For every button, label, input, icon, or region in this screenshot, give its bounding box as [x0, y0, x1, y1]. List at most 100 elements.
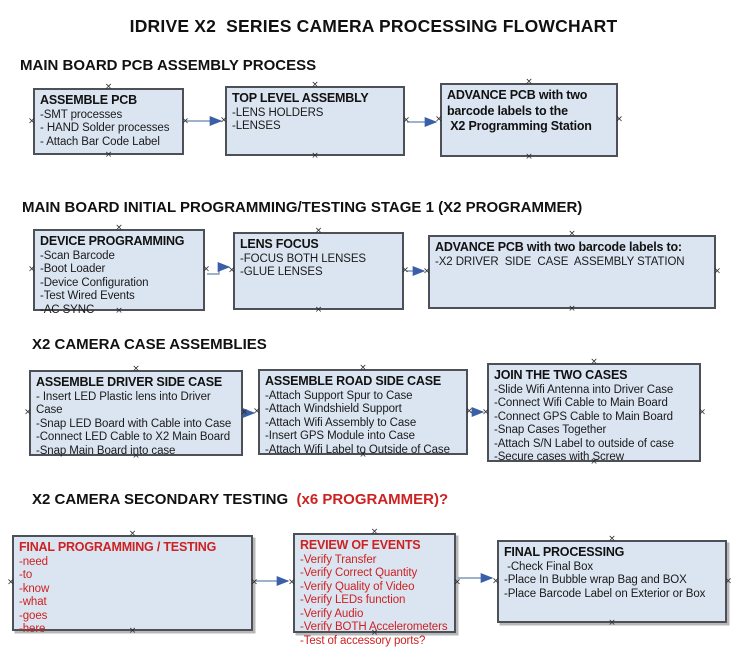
- box-line: -Check Final Box: [504, 560, 594, 573]
- box-line: - Insert LED Plastic lens into Driver Ca…: [36, 390, 214, 417]
- flow-box-device-programming[interactable]: DEVICE PROGRAMMING -Scan Barcode-Boot Lo…: [28, 224, 210, 316]
- connection-handle-icon: ×: [482, 407, 490, 417]
- box-line: -need: [19, 555, 48, 568]
- connection-handle-icon: ×: [698, 407, 706, 417]
- connection-handle-icon: ×: [181, 116, 189, 126]
- box-title: ASSEMBLE ROAD SIDE CASE: [265, 374, 441, 388]
- connection-handle-icon: ×: [401, 265, 409, 276]
- flow-box-assemble-road-side-case[interactable]: ASSEMBLE ROAD SIDE CASE -Attach Support …: [253, 364, 473, 460]
- flow-box-final-processing[interactable]: FINAL PROCESSING -Check Final Box-Place …: [492, 535, 732, 628]
- box-line: -Snap Cases Together: [494, 424, 607, 436]
- connection-handle-icon: ×: [202, 264, 210, 275]
- connection-handle-icon: ×: [311, 151, 319, 161]
- connection-handle-icon: ×: [311, 80, 319, 90]
- box-items: - Insert LED Plastic lens into Driver Ca…: [36, 391, 236, 459]
- box-title: JOIN THE TWO CASES: [494, 368, 628, 382]
- box-title: FINAL PROGRAMMING / TESTING: [19, 540, 217, 554]
- connection-handle-icon: ×: [24, 407, 32, 418]
- box-line: -Verify Audio: [300, 607, 364, 620]
- flow-box-advance-pcb-programming-station[interactable]: ADVANCE PCB with two barcode labels to t…: [435, 78, 623, 162]
- connection-handle-icon: ×: [435, 114, 443, 125]
- box-line: -Snap Main Board into case: [36, 444, 176, 457]
- box-line: -Secure cases with Screw: [494, 451, 624, 463]
- flow-box-lens-focus[interactable]: LENS FOCUS -FOCUS BOTH LENSES-GLUE LENSE…: [228, 227, 409, 315]
- box-line: -Verify Correct Quantity: [300, 567, 418, 579]
- box-line: -SMT processes: [40, 108, 123, 121]
- connection-handle-icon: ×: [7, 577, 15, 588]
- page-title: IDRIVE X2 SERIES CAMERA PROCESSING FLOWC…: [129, 16, 618, 36]
- connection-handle-icon: ×: [608, 534, 616, 544]
- section-header-red-part: (x6 PROGRAMMER)?: [292, 491, 449, 508]
- box-line: -AC SYNC: [40, 303, 95, 316]
- box-line: -Verify Transfer: [300, 553, 377, 566]
- box-line: -FOCUS BOTH LENSES: [240, 252, 366, 265]
- connection-handle-icon: ×: [250, 577, 258, 588]
- connection-handle-icon: ×: [423, 266, 431, 277]
- connection-handle-icon: ×: [465, 406, 473, 417]
- flow-box-advance-pcb-driver-side-station[interactable]: ADVANCE PCB with two barcode labels to: …: [423, 230, 721, 314]
- box-line: -Connect GPS Cable to Main Board: [494, 410, 673, 423]
- box-line: -Attach Wifi Assembly to Case: [265, 416, 417, 429]
- flow-box-final-programming-testing[interactable]: FINAL PROGRAMMING / TESTING -need-to-kno…: [7, 530, 258, 636]
- box-items: -SMT processes- HAND Solder processes- A…: [40, 109, 177, 150]
- box-line: -Attach Windshield Support: [265, 403, 402, 415]
- box-line: -to: [19, 569, 33, 581]
- box-line: -Place Barcode Label on Exterior or Box: [504, 587, 706, 600]
- box-line: -Boot Loader: [40, 263, 106, 275]
- connection-handle-icon: ×: [228, 265, 236, 276]
- connection-handle-icon: ×: [370, 527, 379, 537]
- box-line: -LENSES: [232, 120, 281, 132]
- box-line: -Insert GPS Module into Case: [265, 430, 415, 442]
- connection-handle-icon: ×: [402, 115, 410, 126]
- flow-box-review-of-events[interactable]: REVIEW OF EVENTS -Verify Transfer-Verify…: [288, 528, 461, 647]
- connection-handle-icon: ×: [115, 223, 123, 233]
- connection-handle-icon: ×: [525, 77, 533, 87]
- connection-handle-icon: ×: [220, 115, 228, 126]
- connection-handle-icon: ×: [28, 264, 36, 275]
- box-line: -what: [19, 596, 47, 608]
- box-title: FINAL PROCESSING: [504, 545, 625, 559]
- box-items: -LENS HOLDERS-LENSES: [232, 107, 398, 134]
- box-title: ADVANCE PCB with two barcode labels to t…: [447, 88, 592, 133]
- flow-box-join-the-two-cases[interactable]: JOIN THE TWO CASES -Slide Wifi Antenna i…: [482, 358, 706, 467]
- connection-handle-icon: ×: [359, 363, 367, 373]
- connection-handle-icon: ×: [608, 618, 616, 628]
- box-items: -Attach Support Spur to Case-Attach Wind…: [265, 390, 461, 458]
- box-items: -X2 DRIVER SIDE CASE ASSEMBLY STATION: [435, 256, 709, 270]
- box-line: - Attach Bar Code Label: [40, 135, 160, 148]
- flow-box-top-level-assembly[interactable]: TOP LEVEL ASSEMBLY -LENS HOLDERS-LENSES …: [220, 81, 410, 161]
- connection-handle-icon: ×: [128, 529, 137, 539]
- box-items: -Slide Wifi Antenna into Driver Case-Con…: [494, 384, 694, 465]
- connection-handle-icon: ×: [104, 150, 113, 160]
- box-line: -Connect Wifi Cable to Main Board: [494, 397, 668, 409]
- box-line: -Test Wired Events: [40, 290, 135, 302]
- connection-handle-icon: ×: [314, 305, 323, 315]
- box-line: -LENS HOLDERS: [232, 106, 324, 119]
- box-items: -Scan Barcode-Boot Loader-Device Configu…: [40, 250, 198, 318]
- connection-handle-icon: ×: [132, 364, 140, 374]
- box-title: TOP LEVEL ASSEMBLY: [232, 91, 369, 105]
- section-header-black-part: X2 CAMERA SECONDARY TESTING: [32, 491, 293, 508]
- connection-handle-icon: ×: [28, 116, 36, 126]
- flow-box-assemble-driver-side-case[interactable]: ASSEMBLE DRIVER SIDE CASE - Insert LED P…: [24, 365, 248, 461]
- flow-box-assemble-pcb[interactable]: ASSEMBLE PCB -SMT processes- HAND Solder…: [28, 83, 189, 160]
- connection-handle-icon: ×: [453, 577, 461, 588]
- box-title: ASSEMBLE PCB: [40, 93, 137, 107]
- connection-handle-icon: ×: [615, 114, 623, 125]
- box-items: -Check Final Box-Place In Bubble wrap Ba…: [504, 561, 720, 602]
- connection-handle-icon: ×: [240, 407, 248, 418]
- box-title: ASSEMBLE DRIVER SIDE CASE: [36, 375, 223, 389]
- box-line: -Connect LED Cable to X2 Main Board: [36, 431, 231, 443]
- connector-arrow[interactable]: [207, 261, 231, 275]
- box-line: -Attach Wifi Label to Outside of Case: [265, 443, 450, 456]
- box-title: REVIEW OF EVENTS: [300, 538, 421, 552]
- box-title: LENS FOCUS: [240, 237, 319, 251]
- connection-handle-icon: ×: [713, 266, 721, 277]
- section-header-initial-programming: MAIN BOARD INITIAL PROGRAMMING/TESTING S…: [22, 199, 583, 216]
- section-header-secondary-testing: X2 CAMERA SECONDARY TESTING (x6 PROGRAMM…: [32, 491, 448, 508]
- connection-handle-icon: ×: [590, 357, 598, 367]
- connection-handle-icon: ×: [568, 229, 576, 239]
- section-header-case-assemblies: X2 CAMERA CASE ASSEMBLIES: [32, 336, 267, 353]
- box-line: -Attach S/N Label to outside of case: [494, 437, 674, 450]
